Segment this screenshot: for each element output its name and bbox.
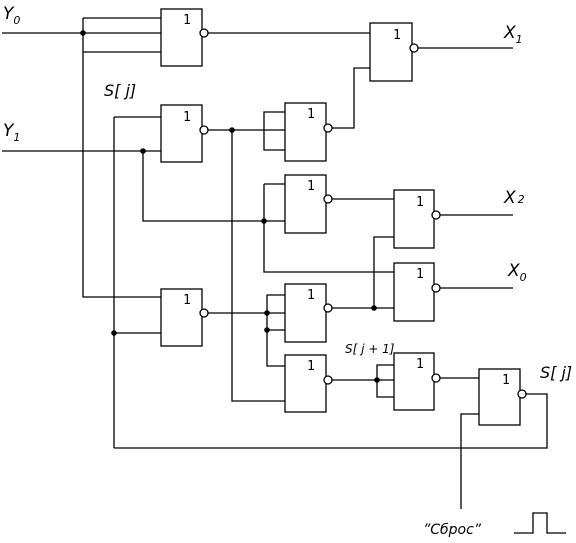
nor-gate-9: 1 xyxy=(393,262,441,322)
junction-dot xyxy=(264,327,270,333)
nor-gate-1: 1 xyxy=(160,8,209,67)
gate-label: 1 xyxy=(183,110,191,125)
state-output-label: S[ j] xyxy=(540,363,572,382)
nor-gate-10: 1 xyxy=(284,354,333,413)
gate-label: 1 xyxy=(502,373,510,388)
input-y0-label: Y0 xyxy=(3,4,20,27)
reset-label: ”Сброс” xyxy=(423,522,482,538)
state-input-label: S[ j] xyxy=(104,81,136,100)
gate-label: 1 xyxy=(307,107,315,122)
nor-gate-3: 1 xyxy=(160,104,209,163)
gate-label: 1 xyxy=(183,293,191,308)
nor-gate-6: 1 xyxy=(284,174,333,234)
state-next-label: S[ j + 1] xyxy=(345,342,395,356)
gate-label: 1 xyxy=(307,288,315,303)
junction-dot xyxy=(229,127,235,133)
nor-gate-7: 1 xyxy=(393,189,441,249)
wires xyxy=(2,17,566,534)
nor-gate-12: 1 xyxy=(478,368,527,426)
nor-gate-5: 1 xyxy=(284,102,333,162)
nor-gate-8: 1 xyxy=(284,283,333,343)
gate-label: 1 xyxy=(416,357,424,372)
gate-label: 1 xyxy=(307,359,315,374)
gate-label: 1 xyxy=(183,13,191,28)
nor-gate-2: 1 xyxy=(369,22,419,82)
junction-dot xyxy=(80,30,86,36)
input-y1-label: Y1 xyxy=(3,121,20,144)
gate-label: 1 xyxy=(307,179,315,194)
junctions xyxy=(80,30,380,383)
gate-label: 1 xyxy=(416,267,424,282)
junction-dot xyxy=(111,330,117,336)
junction-dot xyxy=(140,148,146,154)
gate-label: 1 xyxy=(393,28,401,43)
junction-dot xyxy=(261,218,267,224)
junction-dot xyxy=(374,377,380,383)
junction-dot xyxy=(264,310,270,316)
junction-dot xyxy=(371,305,377,311)
nor-gate-11: 1 xyxy=(393,352,441,411)
output-x1-label: X1 xyxy=(503,23,523,46)
nor-gate-4: 1 xyxy=(160,288,209,347)
gate-label: 1 xyxy=(416,195,424,210)
output-x0-label: X0 xyxy=(507,261,527,284)
